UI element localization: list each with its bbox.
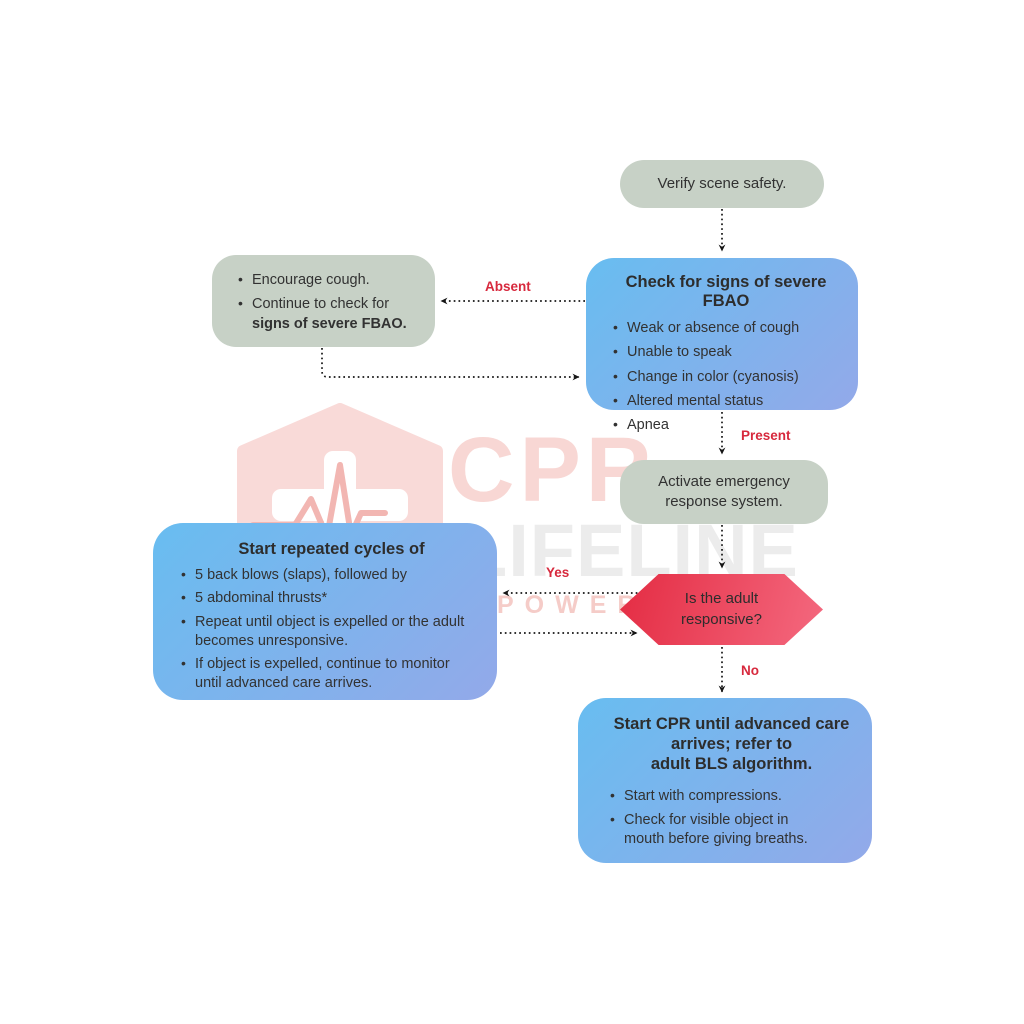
encourage-line-bold: signs of severe FBAO.: [252, 315, 407, 332]
verify-text: Verify scene safety.: [657, 174, 787, 192]
list-item: Encourage cough.: [237, 270, 425, 290]
encourage-bullet-list: Encourage cough. Continue to check for s…: [237, 270, 425, 334]
decision-text: Is the adult responsive?: [681, 590, 762, 628]
node-encourage-cough: Encourage cough. Continue to check for s…: [212, 255, 435, 347]
list-item: 5 abdominal thrusts*: [180, 588, 471, 608]
list-item: 5 back blows (slaps), followed by: [180, 565, 471, 585]
list-item: Apnea: [612, 415, 840, 435]
list-item: Weak or absence of cough: [612, 318, 840, 338]
list-item: Continue to check for signs of severe FB…: [237, 294, 425, 334]
cycles-title: Start repeated cycles of: [238, 540, 425, 558]
branch-label-present: Present: [741, 428, 791, 443]
node-activate-emergency: Activate emergency response system.: [620, 460, 828, 524]
branch-label-no: No: [741, 663, 759, 678]
cycles-bullet-list: 5 back blows (slaps), followed by 5 abdo…: [180, 565, 483, 694]
encourage-line-normal: Continue to check for: [252, 296, 390, 313]
node-start-repeated-cycles: Start repeated cycles of 5 back blows (s…: [153, 523, 497, 700]
list-item: Repeat until object is expelled or the a…: [180, 612, 471, 652]
node-start-cpr: Start CPR until advanced care arrives; r…: [578, 698, 872, 863]
branch-label-yes: Yes: [546, 565, 570, 580]
check-title: Check for signs of severe FBAO: [625, 273, 827, 310]
node-verify-scene-safety: Verify scene safety.: [620, 160, 824, 208]
list-item: If object is expelled, continue to monit…: [180, 654, 471, 694]
cpr-title-line: adult BLS algorithm.: [650, 755, 813, 774]
branch-label-absent: Absent: [485, 279, 531, 294]
check-bullet-list: Weak or absence of cough Unable to speak…: [612, 318, 840, 435]
cpr-title-line: arrives; refer to: [670, 735, 793, 754]
cpr-title: Start CPR until advanced care arrives; r…: [609, 714, 854, 774]
list-item: Unable to speak: [612, 342, 840, 362]
cpr-title-line: Start CPR until advanced care: [613, 715, 850, 733]
activate-text: Activate emergency response system.: [658, 472, 790, 510]
list-item: Change in color (cyanosis): [612, 367, 840, 387]
list-item: Check for visible object in mouth before…: [609, 810, 826, 850]
node-check-severe-fbao: Check for signs of severe FBAO Weak or a…: [586, 258, 858, 434]
list-item: Start with compressions.: [609, 786, 826, 806]
cpr-bullet-list: Start with compressions. Check for visib…: [609, 786, 854, 850]
connector-encourage-back-to-check: [321, 348, 580, 381]
list-item: Altered mental status: [612, 391, 840, 411]
node-decision-adult-responsive: Is the adult responsive?: [620, 574, 823, 645]
